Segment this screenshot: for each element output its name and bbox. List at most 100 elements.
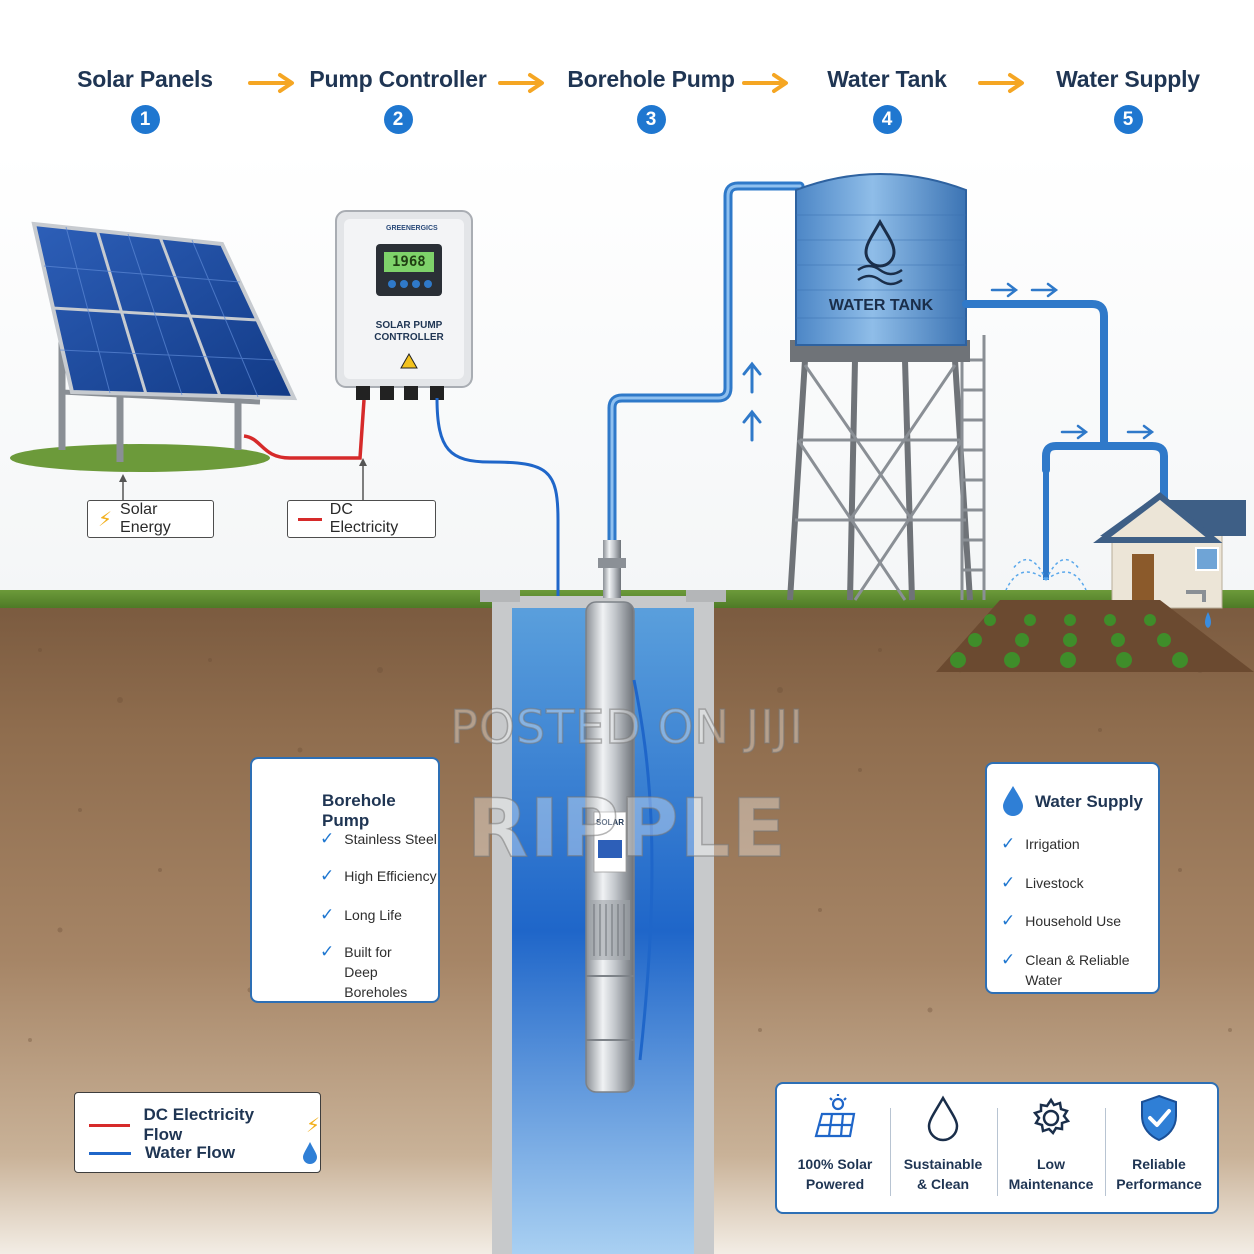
water-drop-icon xyxy=(303,1142,318,1164)
pump-controller-box xyxy=(335,210,473,400)
callout-label: DC Electricity xyxy=(329,501,399,536)
step-water-supply: Water Supply 5 xyxy=(1028,66,1228,134)
lightning-icon: ⚡ xyxy=(305,1114,320,1137)
legend-label: Water Flow xyxy=(145,1143,236,1162)
water-drop-icon xyxy=(1003,786,1023,816)
divider xyxy=(997,1108,998,1196)
flow-up-arrows xyxy=(742,361,762,442)
red-line-icon xyxy=(298,517,322,521)
step-number-badge: 2 xyxy=(383,105,413,134)
step-title: Water Tank xyxy=(827,66,947,92)
watermark-line1: POSTED ON JIJI xyxy=(449,699,804,755)
step-title: Borehole Pump xyxy=(567,66,735,92)
feature-item: ✓ Livestock xyxy=(1001,873,1084,893)
check-icon: ✓ xyxy=(1001,950,1016,969)
dc-wire-red xyxy=(243,399,366,460)
divider xyxy=(890,1108,891,1196)
feature-label: Household Use xyxy=(1025,913,1121,929)
feature-item: ✓ Clean & Reliable Water xyxy=(1001,950,1158,990)
step-number-badge: 4 xyxy=(872,105,902,134)
step-number-badge: 5 xyxy=(1113,105,1143,134)
feature-item: ✓ Stainless Steel xyxy=(320,829,437,849)
step-number-badge: 1 xyxy=(130,105,160,134)
solar-panel-icon xyxy=(814,1094,856,1138)
arrow-right-icon xyxy=(248,73,294,93)
card-title: Water Supply xyxy=(1035,792,1143,811)
arrow-right-icon xyxy=(978,73,1024,93)
water-supply-card: Water Supply ✓ Irrigation ✓ Livestock ✓ Hou… xyxy=(985,762,1160,994)
step-title: Pump Controller xyxy=(309,66,487,92)
check-icon: ✓ xyxy=(320,905,335,924)
check-icon: ✓ xyxy=(320,866,335,885)
flow-legend: DC Electricity Flow ⚡ Water Flow xyxy=(74,1092,321,1173)
controller-display: 1968 xyxy=(392,254,426,270)
controller-label-line1: SOLAR PUMP xyxy=(375,320,443,331)
benefit-sustainable: Sustainable& Clean xyxy=(889,1092,997,1194)
step-title: Water Supply xyxy=(1056,66,1200,92)
step-borehole-pump: Borehole Pump 3 xyxy=(551,66,751,134)
pump-cable xyxy=(435,397,560,1120)
sprinkler-spray xyxy=(1005,558,1087,591)
legend-label: DC Electricity Flow xyxy=(143,1105,255,1144)
feature-label: Stainless Steel xyxy=(344,831,437,847)
feature-item: ✓ Long Life xyxy=(320,905,402,925)
legend-dc-row: DC Electricity Flow ⚡ xyxy=(89,1105,320,1145)
red-line-icon xyxy=(89,1123,130,1127)
flow-right-arrows xyxy=(990,282,1155,440)
gear-icon xyxy=(1032,1097,1071,1136)
feature-item: ✓ High Efficiency xyxy=(320,866,437,886)
feature-label: High Efficiency xyxy=(344,868,437,884)
callout-label: Solar Energy xyxy=(120,501,171,536)
check-icon: ✓ xyxy=(1001,873,1016,892)
feature-label: Long Life xyxy=(344,907,402,923)
solar-panel-array xyxy=(10,221,298,472)
pump-label: SOLAR xyxy=(596,818,624,827)
riser-pipe xyxy=(607,181,805,550)
solar-energy-callout: ⚡ Solar Energy xyxy=(87,500,214,538)
step-water-tank: Water Tank 4 xyxy=(787,66,987,134)
watermark-line2: RIPPLE xyxy=(466,781,788,876)
check-icon: ✓ xyxy=(320,942,335,961)
benefit-label: Sustainable& Clean xyxy=(903,1156,983,1192)
arrow-right-icon xyxy=(742,73,788,93)
lightning-icon: ⚡ xyxy=(98,508,113,531)
borehole-pump-card: Borehole Pump ✓ Stainless Steel ✓ High Eff… xyxy=(250,757,440,1003)
dc-electricity-callout: DC Electricity xyxy=(287,500,436,538)
check-icon: ✓ xyxy=(1001,834,1016,853)
legend-water-row: Water Flow xyxy=(89,1141,319,1165)
feature-label: Clean & Reliable Water xyxy=(1025,952,1130,988)
water-drop-icon xyxy=(927,1095,959,1142)
feature-label: Livestock xyxy=(1025,875,1084,891)
step-pump-controller: Pump Controller 2 xyxy=(298,66,498,134)
step-title: Solar Panels xyxy=(77,66,213,92)
check-icon: ✓ xyxy=(320,829,335,848)
water-tower xyxy=(787,173,986,601)
tank-label: WATER TANK xyxy=(828,297,934,314)
step-solar-panels: Solar Panels 1 xyxy=(45,66,245,134)
step-number-badge: 3 xyxy=(636,105,666,134)
check-icon: ✓ xyxy=(1001,911,1016,930)
controller-brand: GREENERGICS xyxy=(386,225,438,232)
blue-line-icon xyxy=(89,1151,131,1155)
shield-check-icon xyxy=(1141,1094,1177,1142)
supply-pipe xyxy=(962,300,1168,504)
card-title: Borehole Pump xyxy=(322,791,396,830)
feature-item: ✓ Household Use xyxy=(1001,911,1121,931)
feature-label: Irrigation xyxy=(1025,836,1080,852)
borehole-pump xyxy=(585,601,635,1093)
crop-field xyxy=(936,600,1254,672)
house xyxy=(1093,492,1246,628)
feature-item: ✓ Irrigation xyxy=(1001,834,1080,854)
divider xyxy=(1105,1108,1106,1196)
controller-label-line2: CONTROLLER xyxy=(374,332,444,343)
